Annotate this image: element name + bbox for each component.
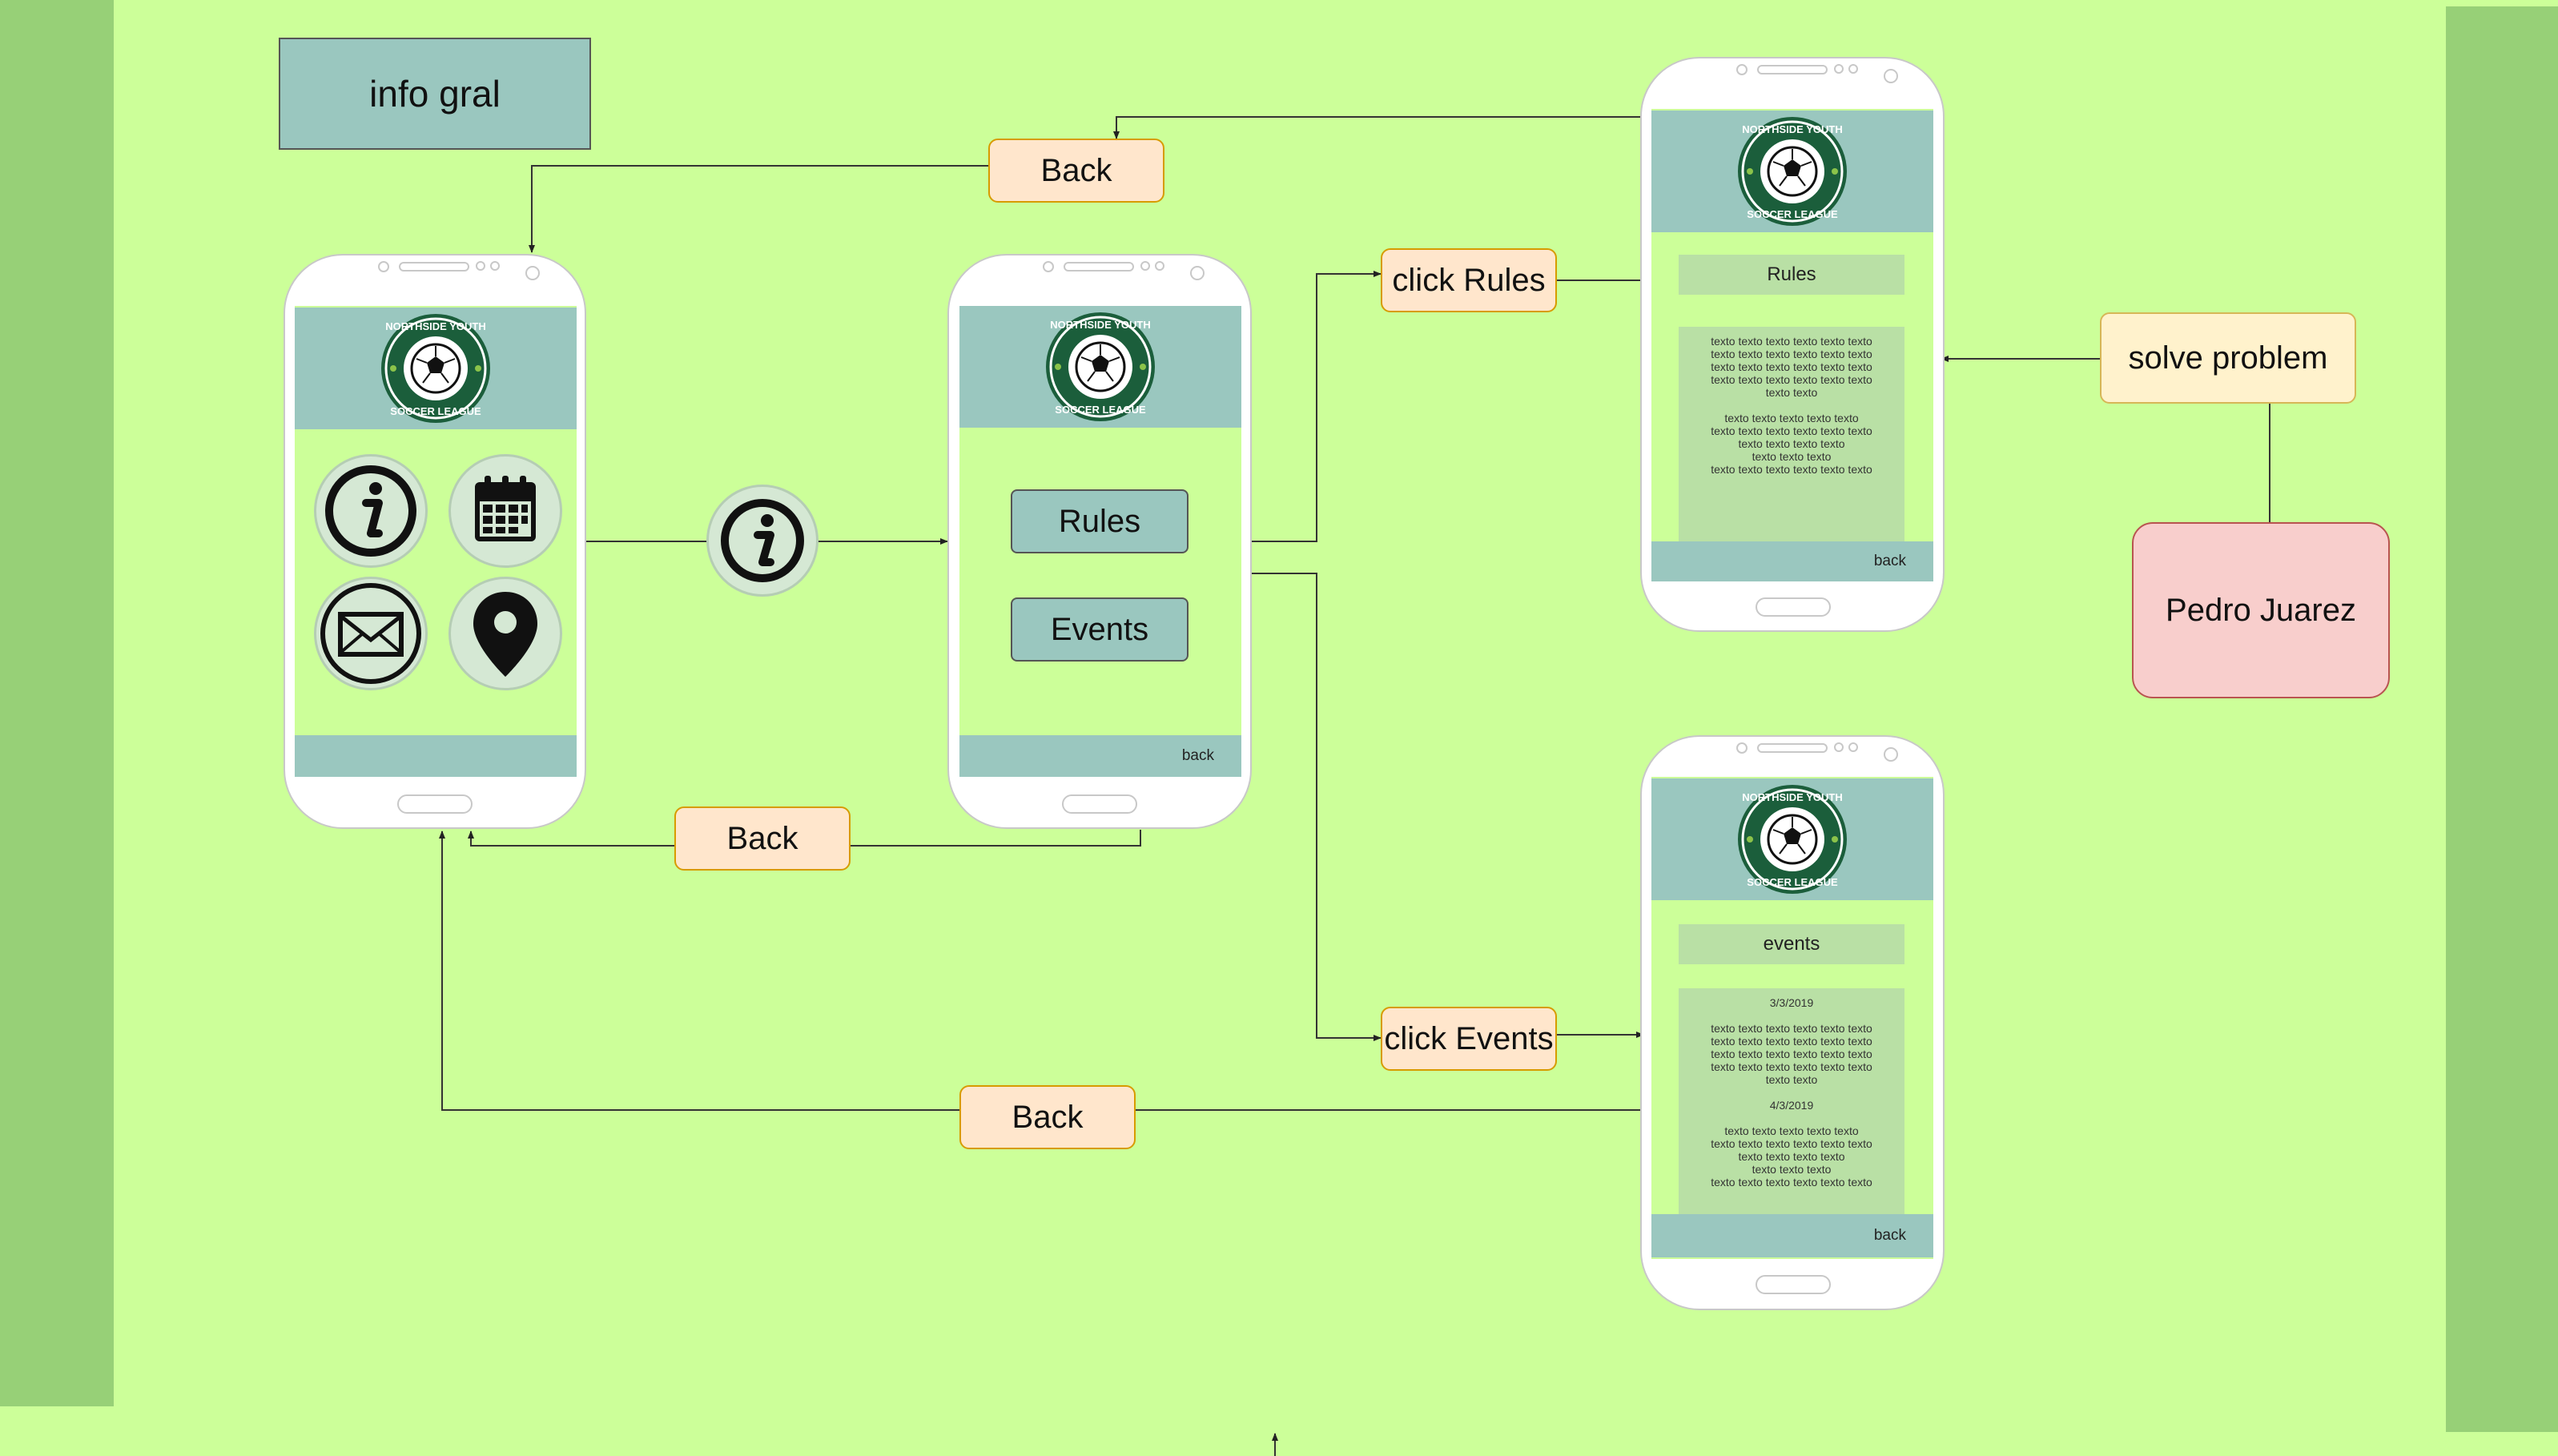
text-line: texto texto texto texto texto texto	[1711, 1022, 1872, 1035]
text-line: texto texto texto	[1752, 450, 1832, 463]
phone-rules-sensor	[1848, 64, 1858, 74]
phone-events-speaker	[1757, 743, 1828, 753]
text-line: texto texto texto	[1752, 1163, 1832, 1176]
text-line: texto texto texto texto texto	[1724, 412, 1859, 424]
event-date: 3/3/2019	[1769, 996, 1814, 1009]
text-line: texto texto texto texto texto texto	[1711, 1035, 1872, 1048]
calendar-icon[interactable]	[448, 454, 562, 568]
league-logo-icon: NORTHSIDE YOUTH SOCCER LEAGUE	[1738, 117, 1847, 226]
edge-info-to-back-middle	[851, 830, 1141, 847]
phone-info-speaker	[1064, 262, 1134, 271]
text-line: texto texto texto texto texto texto	[1711, 1176, 1872, 1189]
phone-menu-sensor	[476, 261, 485, 271]
text-line: texto texto	[1765, 1073, 1818, 1086]
edge-info-to-click-rules	[1251, 271, 1382, 542]
league-logo-icon: NORTHSIDE YOUTH SOCCER LEAGUE	[381, 314, 490, 423]
location-pin-icon[interactable]	[448, 577, 562, 690]
text-line: texto texto texto texto texto	[1724, 1124, 1859, 1137]
text-line: texto texto texto texto	[1738, 437, 1845, 450]
events-header-label: events	[1679, 924, 1904, 964]
phone-menu-footer	[295, 735, 577, 777]
phone-rules-camera	[1884, 69, 1898, 83]
left-sidebar	[0, 0, 114, 1406]
solve-problem-note[interactable]: solve problem	[2100, 312, 2356, 404]
phone-events-back-bar[interactable]: back	[1651, 1214, 1933, 1257]
back-middle-label[interactable]: Back	[674, 806, 851, 871]
phone-menu-sensor	[490, 261, 500, 271]
league-logo-icon: NORTHSIDE YOUTH SOCCER LEAGUE	[1046, 312, 1155, 421]
phone-rules-back-bar[interactable]: back	[1651, 541, 1933, 581]
phone-menu-speaker	[399, 262, 469, 271]
phone-info-sensor	[1140, 261, 1150, 271]
phone-menu-home-button[interactable]	[397, 794, 473, 814]
rules-paragraph: texto texto texto texto texto texto text…	[1679, 412, 1904, 476]
click-rules-label[interactable]: click Rules	[1381, 248, 1557, 312]
phone-info-back-bar[interactable]: back	[959, 735, 1241, 777]
rules-paragraph: texto texto texto texto texto texto text…	[1679, 335, 1904, 399]
event-paragraph: texto texto texto texto texto texto text…	[1679, 1022, 1904, 1086]
logo-top-text: NORTHSIDE YOUTH	[1742, 791, 1842, 803]
event-date: 4/3/2019	[1769, 1099, 1814, 1112]
logo-bottom-text: SOCCER LEAGUE	[390, 405, 481, 417]
phone-rules-home-button[interactable]	[1756, 597, 1831, 617]
title-box[interactable]: info gral	[279, 38, 591, 150]
text-line: texto texto texto texto texto texto	[1711, 463, 1872, 476]
phone-info-camera	[1190, 266, 1205, 280]
edge-back-bottom-to-menu	[439, 831, 959, 1111]
text-line: texto texto texto texto texto texto	[1711, 1060, 1872, 1073]
edge-back-top-to-menu	[529, 165, 988, 253]
phone-events-sensor	[1834, 742, 1844, 752]
logo-top-text: NORTHSIDE YOUTH	[385, 320, 485, 332]
text-line: texto texto texto texto texto texto	[1711, 1137, 1872, 1150]
edge-info-to-click-events	[1251, 573, 1382, 1041]
person-box[interactable]: Pedro Juarez	[2132, 522, 2390, 698]
text-line: texto texto	[1765, 386, 1818, 399]
logo-top-text: NORTHSIDE YOUTH	[1742, 123, 1842, 135]
phone-info-sensor	[1043, 261, 1054, 272]
mail-icon[interactable]	[314, 577, 428, 690]
event-paragraph: texto texto texto texto texto texto text…	[1679, 1124, 1904, 1189]
rules-button[interactable]: Rules	[1011, 489, 1189, 553]
right-sidebar	[2446, 6, 2558, 1432]
phone-events-sensor	[1848, 742, 1858, 752]
logo-bottom-text: SOCCER LEAGUE	[1747, 208, 1838, 220]
text-line: texto texto texto texto texto texto	[1711, 424, 1872, 437]
phone-events-sensor	[1736, 742, 1748, 754]
text-line: texto texto texto texto	[1738, 1150, 1845, 1163]
league-logo-icon: NORTHSIDE YOUTH SOCCER LEAGUE	[1738, 785, 1847, 894]
phone-rules-sensor	[1834, 64, 1844, 74]
edge-back-middle-to-menu	[468, 831, 674, 847]
rules-header-label: Rules	[1679, 255, 1904, 295]
phone-rules-speaker	[1757, 65, 1828, 74]
text-line: texto texto texto texto texto texto	[1711, 335, 1872, 348]
text-line: texto texto texto texto texto texto	[1711, 360, 1872, 373]
info-icon[interactable]	[314, 454, 428, 568]
phone-menu-camera	[525, 266, 540, 280]
phone-events-home-button[interactable]	[1756, 1275, 1831, 1294]
phone-events-camera	[1884, 747, 1898, 762]
events-button[interactable]: Events	[1011, 597, 1189, 662]
logo-bottom-text: SOCCER LEAGUE	[1747, 876, 1838, 888]
logo-bottom-text: SOCCER LEAGUE	[1055, 404, 1146, 416]
click-events-label[interactable]: click Events	[1381, 1007, 1557, 1071]
rules-content: texto texto texto texto texto texto text…	[1679, 327, 1904, 541]
text-line: texto texto texto texto texto texto	[1711, 348, 1872, 360]
text-line: texto texto texto texto texto texto	[1711, 373, 1872, 386]
back-bottom-label[interactable]: Back	[959, 1085, 1136, 1149]
phone-info-sensor	[1155, 261, 1164, 271]
phone-menu-sensor	[378, 261, 389, 272]
back-top-label[interactable]: Back	[988, 139, 1164, 203]
events-content: 3/3/2019 texto texto texto texto texto t…	[1679, 988, 1904, 1214]
info-icon	[706, 485, 818, 597]
text-line: texto texto texto texto texto texto	[1711, 1048, 1872, 1060]
phone-rules-sensor	[1736, 64, 1748, 75]
phone-info-home-button[interactable]	[1062, 794, 1137, 814]
edge-rules-to-back-top	[1113, 116, 1640, 139]
logo-top-text: NORTHSIDE YOUTH	[1050, 319, 1150, 331]
